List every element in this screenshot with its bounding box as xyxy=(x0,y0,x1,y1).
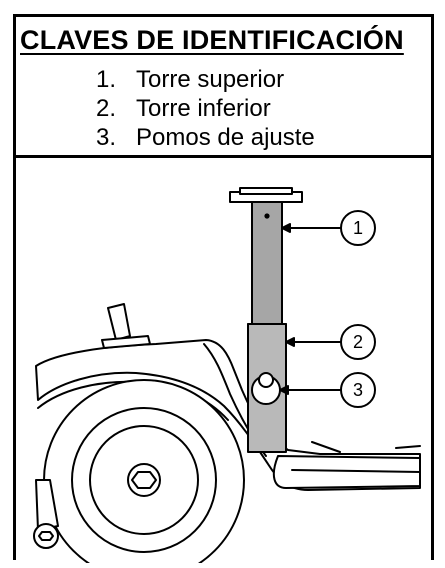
callout-2-circle xyxy=(340,324,376,360)
callout-3-arrowhead xyxy=(279,385,289,395)
key-list: 1. Torre superior 2. Torre inferior 3. Pomo… xyxy=(96,65,315,152)
key-item-label: Torre superior xyxy=(136,66,285,93)
callout-2-number: 2 xyxy=(353,332,363,352)
tower-pin-hole xyxy=(264,213,270,219)
diagram-frame: CLAVES DE IDENTIFICACIÓN 1. Torre superio… xyxy=(13,14,434,568)
callout-1-arrowhead xyxy=(281,223,291,233)
platform-step xyxy=(311,441,421,453)
key-item-label: Torre inferior xyxy=(136,95,271,122)
seat-mount-cap xyxy=(239,187,293,195)
anti-tip-bracket xyxy=(35,479,59,531)
callout-3-circle xyxy=(340,372,376,408)
anti-tip-wheel-nut xyxy=(38,531,54,541)
floorboard xyxy=(272,455,421,489)
key-item-adjustment-knobs: 3. Pomos de ajuste xyxy=(96,123,315,152)
front-wheel-hub-nut xyxy=(131,471,157,489)
key-item-upper-tower: 1. Torre superior xyxy=(96,65,315,94)
scooter-drawing: 1 2 3 xyxy=(33,187,421,568)
callout-1-number: 1 xyxy=(353,218,363,238)
key-item-number: 3. xyxy=(96,124,117,151)
floorboard-line xyxy=(291,469,421,473)
key-item-lower-tower: 2. Torre inferior xyxy=(96,94,315,123)
upper-tower xyxy=(251,201,283,325)
identification-key: CLAVES DE IDENTIFICACIÓN 1. Torre superio… xyxy=(16,17,431,158)
seat-tower-illustration: 1 2 3 xyxy=(16,158,431,568)
callout-2-arrowhead xyxy=(285,337,295,347)
key-item-label: Pomos de ajuste xyxy=(136,124,315,151)
tiller-handle xyxy=(107,303,131,341)
callout-1-circle xyxy=(340,210,376,246)
callout-3-number: 3 xyxy=(353,380,363,400)
key-item-number: 2. xyxy=(96,95,117,122)
adjustment-knob-center xyxy=(258,372,274,388)
key-title: CLAVES DE IDENTIFICACIÓN xyxy=(20,25,404,55)
tiller-base xyxy=(101,335,151,349)
key-item-number: 1. xyxy=(96,66,117,93)
